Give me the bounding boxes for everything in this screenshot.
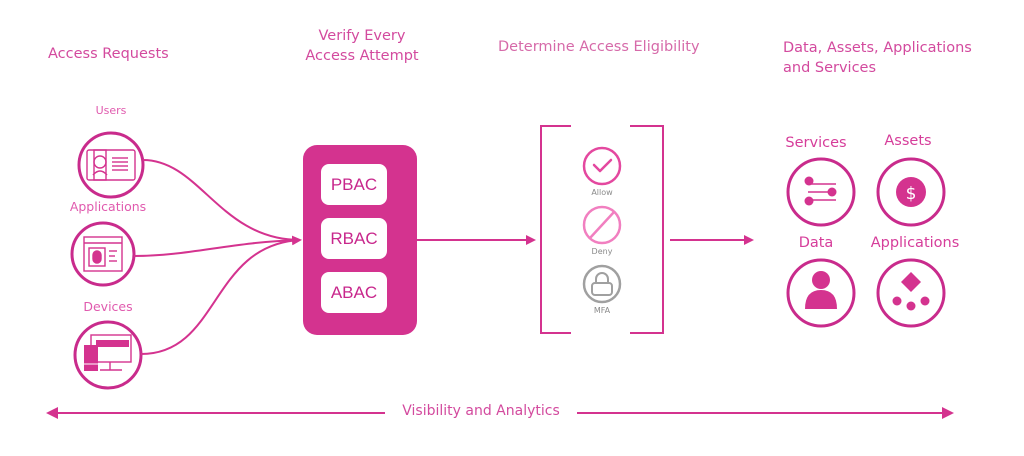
lock-icon: [582, 264, 622, 304]
heading-verify-line1: Verify Every: [318, 28, 406, 44]
devices-flow-curve: [140, 235, 302, 355]
dollar-coin-icon: [896, 177, 926, 207]
users-flow-curve: [142, 159, 301, 241]
resource-label-services: Services: [785, 135, 847, 151]
requester-users-node: [77, 131, 145, 199]
policy-abac: ABAC: [321, 272, 387, 313]
requester-label-users: Users: [95, 104, 127, 117]
heading-determine: Determine Access Eligibility: [498, 39, 700, 55]
resource-label-applications: Applications: [870, 235, 960, 251]
policy-rbac: RBAC: [321, 218, 387, 259]
requester-devices-node: [73, 320, 143, 390]
svg-text:$: $: [906, 184, 917, 204]
heading-resources-line1: Data, Assets, Applications: [783, 40, 972, 56]
decision-bracket-right: [630, 125, 664, 334]
resource-label-assets: Assets: [884, 133, 932, 149]
resource-data-node: [786, 258, 856, 328]
requester-label-devices: Devices: [83, 299, 133, 314]
policy-list: PBAC RBAC ABAC: [303, 145, 417, 335]
decision-label-mfa: MFA: [593, 306, 611, 315]
check-circle-icon: [582, 146, 622, 186]
heading-access-requests: Access Requests: [48, 46, 169, 62]
devices-icon: [84, 334, 132, 371]
resource-assets-node: $: [876, 157, 946, 227]
app-hierarchy-icon: [892, 272, 930, 311]
decision-label-allow: Allow: [591, 188, 613, 197]
person-icon: [805, 271, 837, 309]
services-sliders-icon: [804, 176, 837, 206]
requester-applications-node: [70, 221, 136, 287]
deny-circle-icon: [582, 205, 622, 245]
visibility-analytics-label: Visibility and Analytics: [402, 403, 560, 419]
heading-verify: Verify Every Access Attempt: [298, 26, 426, 66]
id-card-icon: [86, 149, 136, 181]
heading-resources-line2: and Services: [783, 60, 877, 76]
app-window-icon: [83, 236, 123, 272]
decision-bracket-left: [540, 125, 571, 334]
applications-flow-curve: [133, 239, 301, 257]
requester-label-applications: Applications: [69, 199, 147, 214]
resource-label-data: Data: [798, 235, 834, 251]
resource-services-node: [786, 157, 856, 227]
decision-label-deny: Deny: [591, 247, 613, 256]
heading-resources: Data, Assets, Applications and Services: [783, 38, 972, 78]
resource-applications-node: [876, 258, 946, 328]
policy-pbac: PBAC: [321, 164, 387, 205]
heading-verify-line2: Access Attempt: [305, 48, 419, 64]
